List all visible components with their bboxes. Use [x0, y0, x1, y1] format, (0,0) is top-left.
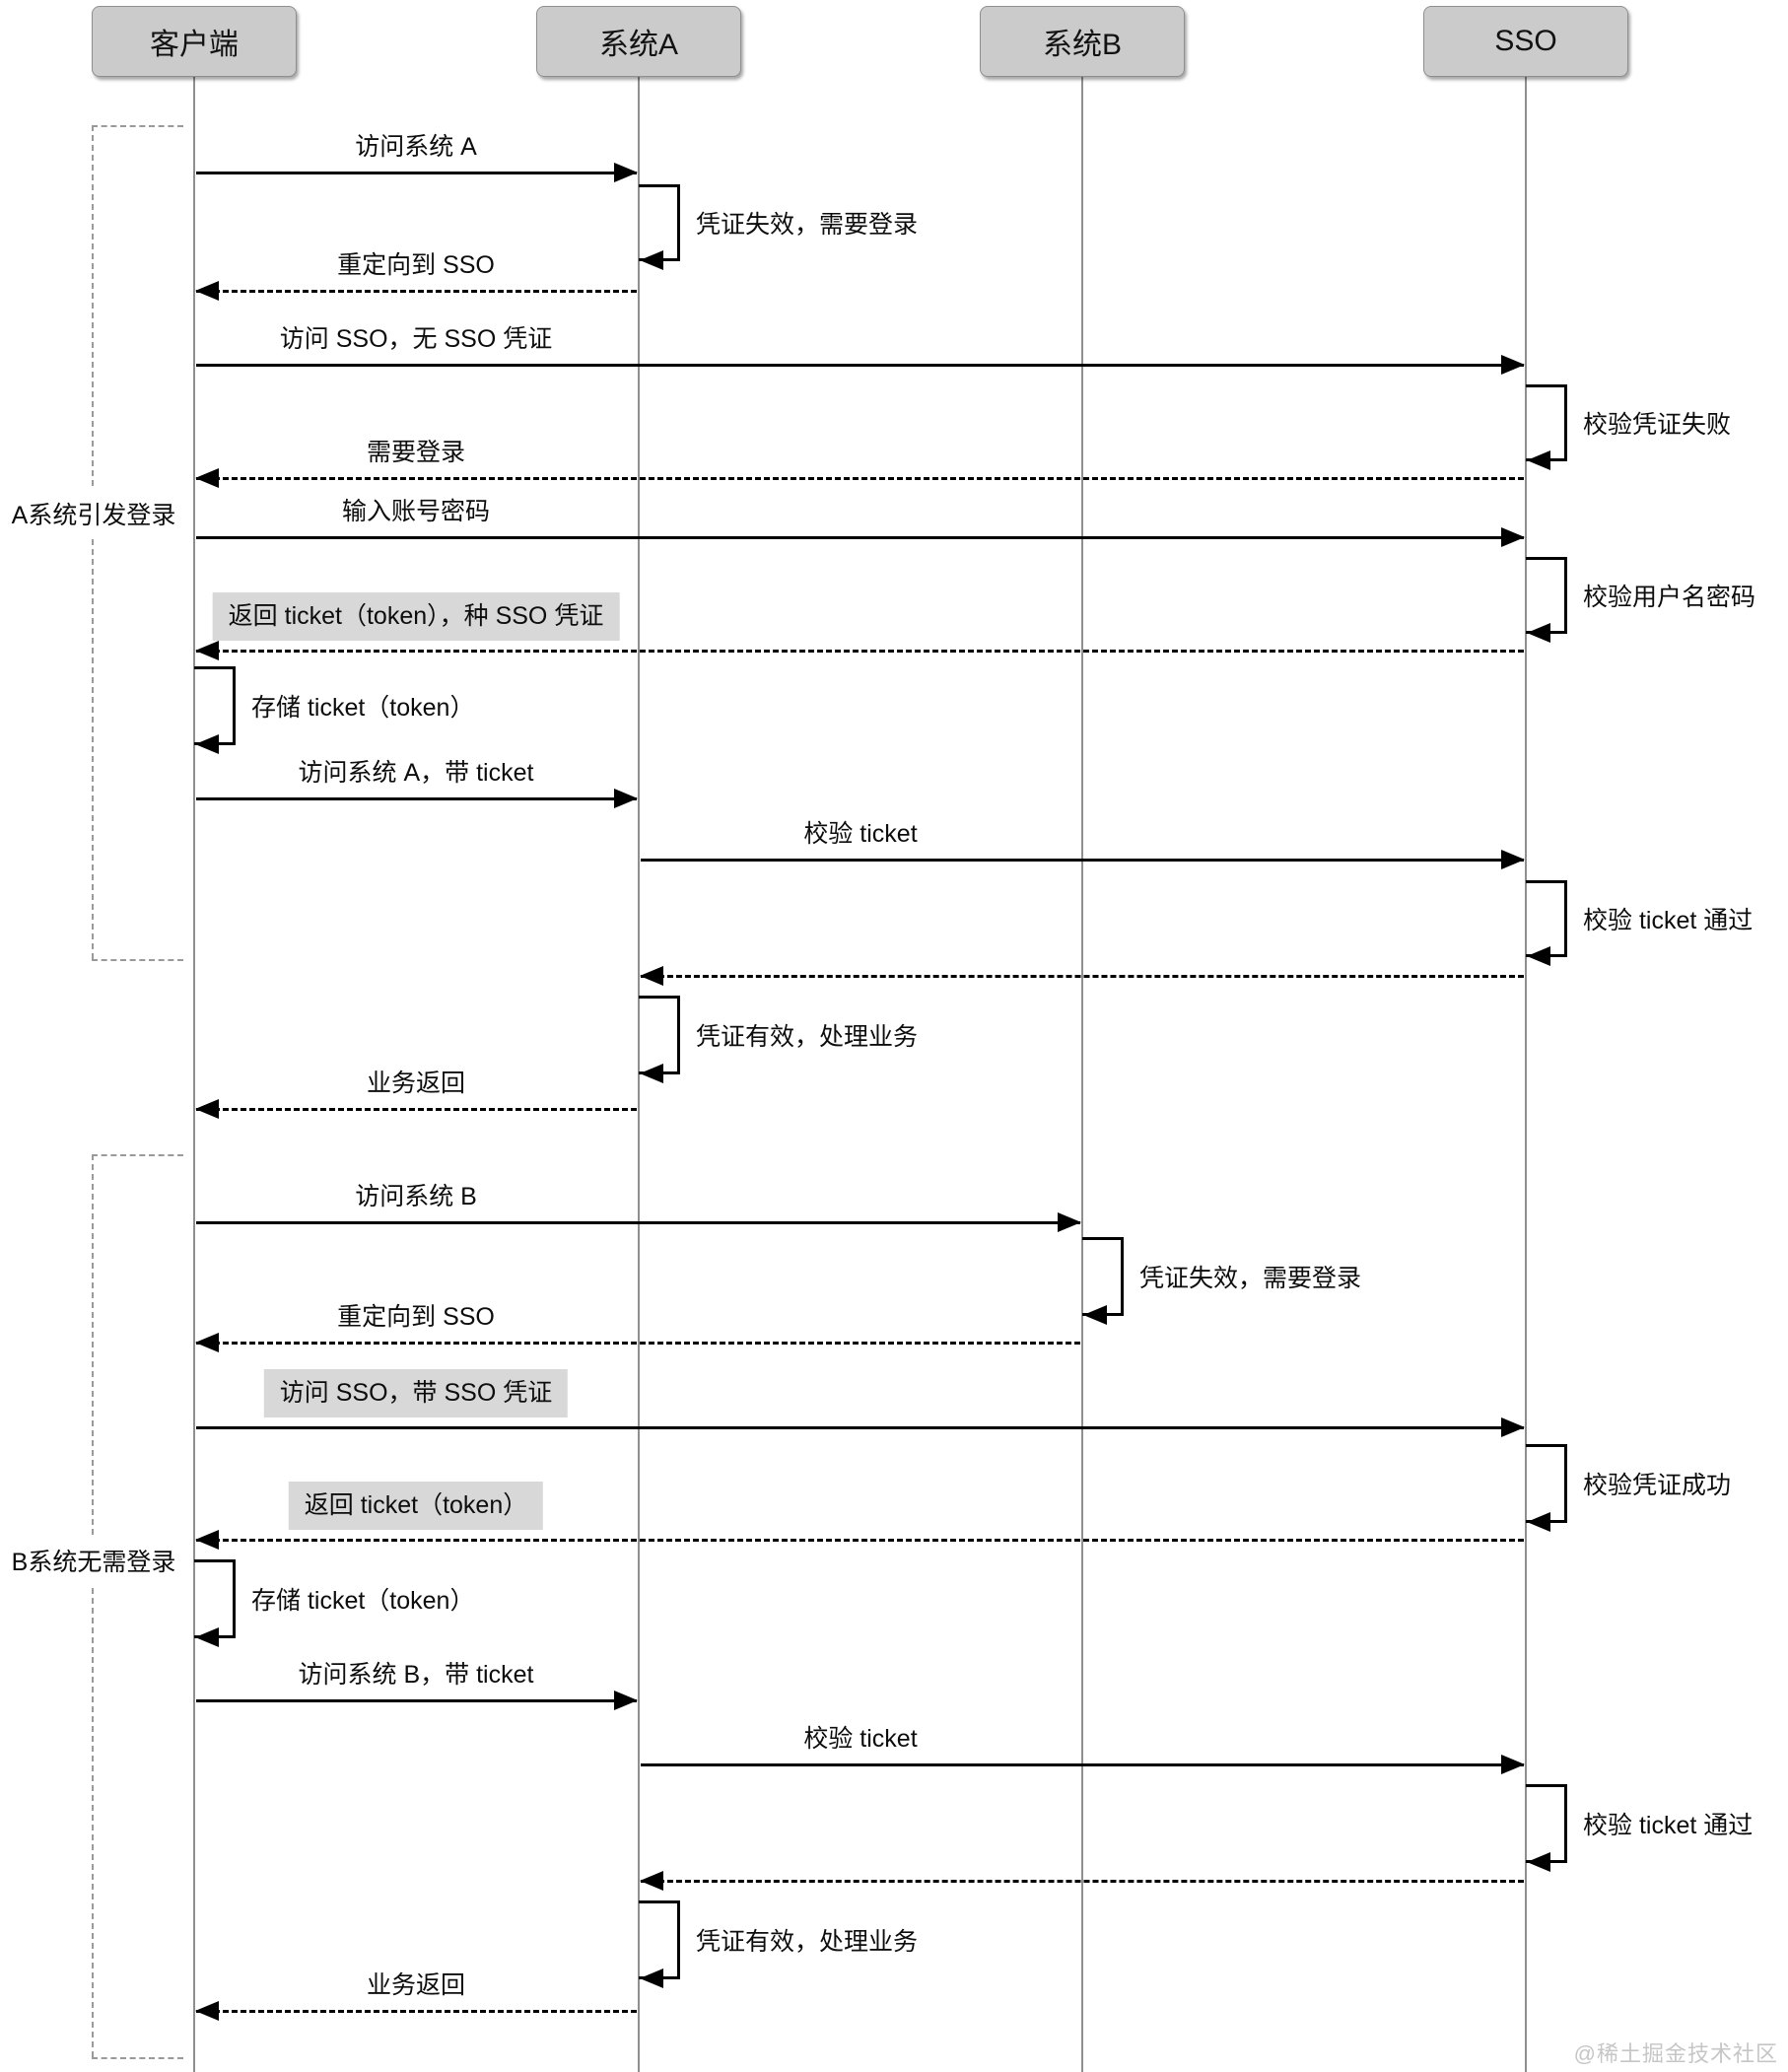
message-2-arrowhead — [195, 281, 219, 301]
self-message-9-arrowhead — [195, 734, 219, 754]
message-5-arrow — [196, 477, 1524, 480]
self-message-12-label: 校验 ticket 通过 — [1583, 907, 1754, 934]
group-b-bracket-top — [92, 1154, 183, 1156]
message-21-arrow — [196, 1539, 1524, 1542]
message-15-arrowhead — [195, 1099, 219, 1119]
message-8-label: 返回 ticket（token），种 SSO 凭证 — [212, 591, 620, 641]
self-message-17-label: 凭证失效，需要登录 — [1139, 1265, 1362, 1292]
message-23-label: 访问系统 B，带 ticket — [298, 1660, 534, 1689]
message-26-arrow — [641, 1880, 1524, 1883]
self-message-14-label: 凭证有效，处理业务 — [696, 1023, 919, 1051]
self-message-22-arrowhead — [195, 1627, 219, 1647]
message-10-arrow — [196, 797, 637, 800]
self-message-7-arrowhead — [1527, 623, 1550, 643]
group-a-bracket-top — [92, 125, 183, 127]
message-23-arrow — [196, 1699, 637, 1702]
actor-header-client: 客户端 — [92, 6, 297, 77]
group-b-bracket-bottom — [92, 2057, 183, 2059]
lifeline-sso — [1525, 77, 1527, 2072]
message-11-label: 校验 ticket — [803, 819, 918, 848]
self-message-25-label: 校验 ticket 通过 — [1583, 1812, 1754, 1839]
self-message-27-label: 凭证有效，处理业务 — [696, 1928, 919, 1956]
group-a-bracket-line — [92, 125, 94, 959]
self-message-22-loop — [194, 1559, 236, 1638]
message-10-arrowhead — [614, 789, 638, 808]
self-message-20-label: 校验凭证成功 — [1583, 1472, 1732, 1499]
self-message-17-loop — [1082, 1237, 1124, 1316]
self-message-9-loop — [194, 666, 236, 745]
group-b-bracket-line — [92, 1154, 94, 2057]
lifeline-client — [193, 77, 195, 2072]
self-message-17-arrowhead — [1083, 1305, 1107, 1325]
self-message-25-arrowhead — [1527, 1852, 1550, 1872]
message-2-label: 重定向到 SSO — [337, 250, 495, 279]
group-b-label: B系统无需登录 — [5, 1537, 182, 1584]
message-16-arrow — [196, 1221, 1080, 1224]
lifeline-sysB — [1081, 77, 1083, 2072]
message-28-arrowhead — [195, 2001, 219, 2021]
self-message-20-loop — [1526, 1444, 1567, 1523]
message-15-arrow — [196, 1108, 637, 1111]
group-a-label: A系统引发登录 — [5, 490, 182, 537]
message-5-arrowhead — [195, 468, 219, 488]
message-6-arrow — [196, 536, 1524, 539]
message-28-label: 业务返回 — [366, 1970, 466, 1999]
message-11-arrowhead — [1501, 850, 1525, 869]
message-13-arrow — [641, 975, 1524, 978]
message-16-label: 访问系统 B — [355, 1182, 477, 1210]
self-message-7-label: 校验用户名密码 — [1583, 584, 1756, 611]
message-19-arrowhead — [1501, 1417, 1525, 1437]
actor-header-sysB: 系统B — [980, 6, 1185, 77]
message-8-arrowhead — [195, 641, 219, 660]
message-10-label: 访问系统 A，带 ticket — [298, 758, 534, 787]
message-18-arrow — [196, 1342, 1080, 1345]
self-message-14-loop — [639, 996, 680, 1074]
message-19-label: 访问 SSO，带 SSO 凭证 — [263, 1368, 569, 1417]
message-11-arrow — [641, 859, 1524, 862]
actor-header-sso: SSO — [1423, 6, 1628, 77]
actor-header-sysA: 系统A — [536, 6, 741, 77]
watermark: @稀土掘金技术社区 — [1573, 2041, 1778, 2066]
message-28-arrow — [196, 2010, 637, 2013]
message-3-arrowhead — [1501, 355, 1525, 375]
message-18-label: 重定向到 SSO — [337, 1302, 495, 1331]
message-3-arrow — [196, 364, 1524, 367]
message-0-label: 访问系统 A — [355, 132, 477, 161]
message-24-arrow — [641, 1763, 1524, 1766]
lifeline-sysA — [638, 77, 640, 2072]
self-message-1-label: 凭证失效，需要登录 — [696, 211, 919, 239]
message-6-arrowhead — [1501, 527, 1525, 547]
self-message-27-arrowhead — [640, 1968, 663, 1988]
message-13-arrowhead — [640, 966, 663, 986]
self-message-1-arrowhead — [640, 250, 663, 270]
self-message-22-label: 存储 ticket（token） — [251, 1587, 475, 1615]
self-message-14-arrowhead — [640, 1064, 663, 1083]
message-19-arrow — [196, 1426, 1524, 1429]
message-3-label: 访问 SSO，无 SSO 凭证 — [279, 324, 553, 353]
self-message-12-arrowhead — [1527, 946, 1550, 966]
self-message-4-arrowhead — [1527, 450, 1550, 470]
message-2-arrow — [196, 290, 637, 293]
message-6-label: 输入账号密码 — [341, 497, 491, 525]
self-message-4-label: 校验凭证失败 — [1583, 411, 1732, 439]
message-21-label: 返回 ticket（token） — [288, 1481, 544, 1530]
message-23-arrowhead — [614, 1691, 638, 1710]
message-16-arrowhead — [1058, 1212, 1081, 1232]
message-18-arrowhead — [195, 1333, 219, 1352]
message-0-arrowhead — [614, 163, 638, 182]
self-message-9-label: 存储 ticket（token） — [251, 694, 475, 722]
self-message-20-arrowhead — [1527, 1512, 1550, 1532]
message-24-label: 校验 ticket — [803, 1724, 918, 1753]
message-15-label: 业务返回 — [366, 1069, 466, 1097]
message-0-arrow — [196, 172, 637, 174]
message-21-arrowhead — [195, 1530, 219, 1550]
message-5-label: 需要登录 — [366, 438, 466, 466]
self-message-25-loop — [1526, 1784, 1567, 1863]
message-24-arrowhead — [1501, 1755, 1525, 1774]
group-a-bracket-bottom — [92, 959, 183, 961]
message-8-arrow — [196, 650, 1524, 653]
message-26-arrowhead — [640, 1871, 663, 1891]
self-message-27-loop — [639, 1900, 680, 1979]
